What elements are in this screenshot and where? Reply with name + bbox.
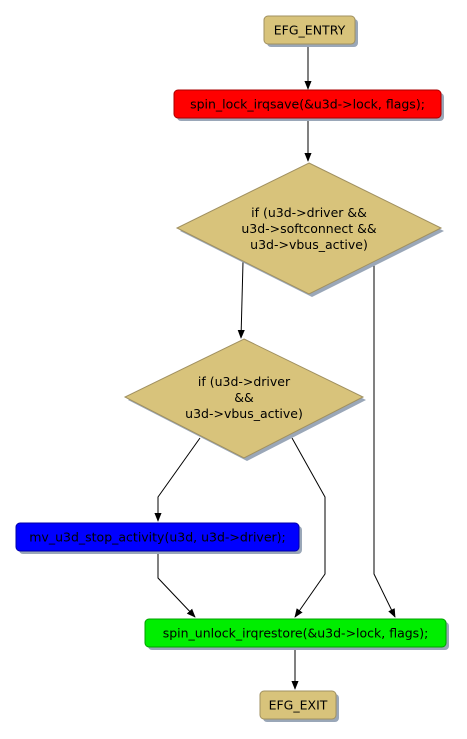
node-unlock: spin_unlock_irqrestore(&u3d->lock, flags… — [144, 618, 449, 650]
node-cond1-line-3: u3d->vbus_active) — [250, 237, 368, 252]
edges — [154, 46, 396, 690]
node-entry-label: EFG_ENTRY — [274, 23, 346, 38]
node-entry-box — [263, 15, 356, 45]
node-cond1: if (u3d->driver && u3d->softconnect && u… — [175, 162, 444, 297]
edge-cond1-to-unlock — [373, 262, 396, 618]
node-unlock-box — [144, 618, 447, 648]
edge-stop-to-unlock — [157, 553, 196, 618]
edge-cond2-to-stop — [154, 437, 201, 522]
node-lock: spin_lock_irqsave(&u3d->lock, flags); — [173, 89, 444, 121]
node-stop-box — [15, 522, 300, 552]
node-lock-box — [173, 89, 442, 119]
node-exit-box — [259, 690, 337, 720]
node-cond1-line-1: if (u3d->driver && — [251, 205, 367, 220]
node-stop-label: mv_u3d_stop_activity(u3d, u3d->driver); — [29, 530, 286, 545]
node-exit: EFG_EXIT — [259, 690, 339, 722]
node-cond2-diamond — [123, 338, 365, 459]
node-cond1-diamond — [175, 162, 443, 295]
edge-cond2-to-unlock — [291, 437, 326, 618]
node-cond1-line-2: u3d->softconnect && — [241, 221, 377, 236]
node-cond2-line-2: && — [234, 390, 254, 405]
node-cond2-line-3: u3d->vbus_active) — [185, 406, 303, 421]
node-cond2: if (u3d->driver && u3d->vbus_active) — [123, 338, 366, 461]
node-cond2-line-1: if (u3d->driver — [198, 374, 291, 389]
node-exit-label: EFG_EXIT — [269, 698, 328, 713]
node-stop: mv_u3d_stop_activity(u3d, u3d->driver); — [15, 522, 302, 554]
edge-cond1-to-cond2 — [237, 261, 245, 339]
node-lock-label: spin_lock_irqsave(&u3d->lock, flags); — [190, 97, 425, 112]
node-unlock-label: spin_unlock_irqrestore(&u3d->lock, flags… — [163, 626, 429, 641]
node-entry: EFG_ENTRY — [263, 15, 358, 47]
